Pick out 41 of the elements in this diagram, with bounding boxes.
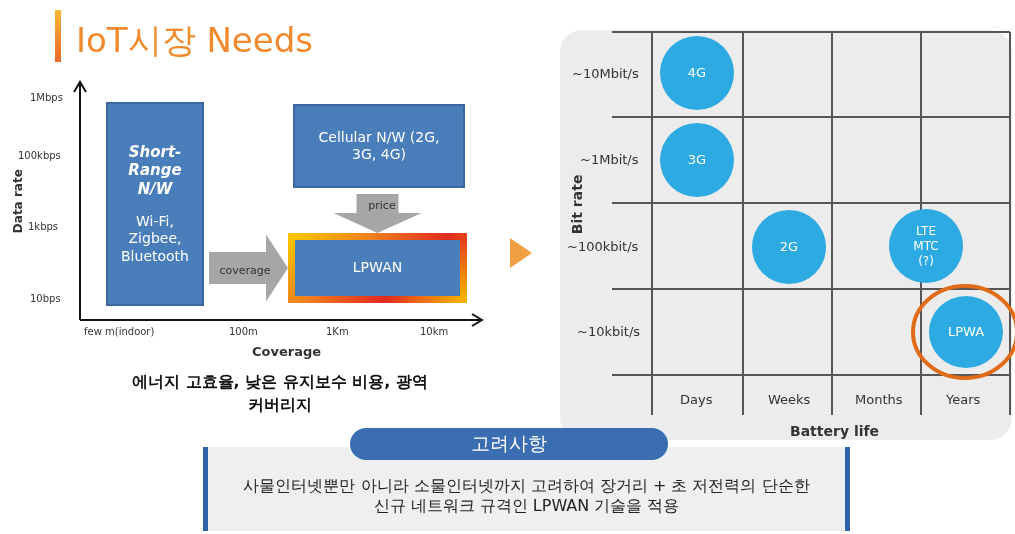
tick-label: 10bps xyxy=(30,293,61,305)
axis-title: Battery life xyxy=(790,423,880,440)
node-text: LPWAN xyxy=(352,259,403,277)
node-text: Short-Range N/W xyxy=(127,142,183,199)
tick-label: ~100kbit/s xyxy=(567,239,639,255)
tick-label: 100m xyxy=(229,326,258,338)
tick-label: 1Mbps xyxy=(30,92,63,104)
block-arrow xyxy=(333,194,422,233)
node-text: LTE MTC (?) xyxy=(912,223,940,269)
node-text: LPWA xyxy=(947,323,985,341)
summary-text: 에너지 고효율, 낮은 유지보수 비용, 광역 커버리지 xyxy=(131,371,429,417)
tick-label: Years xyxy=(946,392,981,408)
node-text: 고려사항 xyxy=(471,432,547,456)
node-text: 사물인터넷뿐만 아니라 소물인터넷까지 고려하여 장거리 + 초 저전력의 단순한 신규 네트워크 규격인 LPWAN 기술을 적용 xyxy=(242,476,811,516)
node-text: Cellular N/W (2G, 3G, 4G) xyxy=(317,128,441,164)
heading-pill xyxy=(350,428,668,460)
edge-label: price xyxy=(368,198,396,212)
tick-label: 1kbps xyxy=(28,221,59,233)
node-text: 3G xyxy=(687,151,707,169)
node-text: Wi-Fi, Zigbee, Bluetooth xyxy=(120,212,190,266)
tick-label: Days xyxy=(680,392,713,408)
network-box xyxy=(106,102,204,306)
node-text: 2G xyxy=(779,238,799,256)
network-box xyxy=(293,104,465,188)
tick-label: ~10kbit/s xyxy=(577,324,641,340)
highlighted-network-box xyxy=(288,233,467,303)
edge-label: coverage xyxy=(219,263,271,277)
tick-label: 1Km xyxy=(326,326,349,338)
page-title: IoT시장 Needs xyxy=(76,19,313,62)
axis-title: Bit rate xyxy=(569,174,587,235)
tick-label: Months xyxy=(855,392,903,408)
axis-title: Data rate xyxy=(10,169,26,234)
node-text: 4G xyxy=(687,64,707,82)
tick-label: ~1Mbit/s xyxy=(580,152,639,168)
tick-label: few m(indoor) xyxy=(84,326,155,338)
tick-label: 100kbps xyxy=(18,150,61,162)
axis-title: Coverage xyxy=(252,344,322,360)
tick-label: 10km xyxy=(420,326,449,338)
tick-label: ~10Mbit/s xyxy=(572,66,639,82)
block-arrow xyxy=(209,234,288,302)
tick-label: Weeks xyxy=(768,392,811,408)
